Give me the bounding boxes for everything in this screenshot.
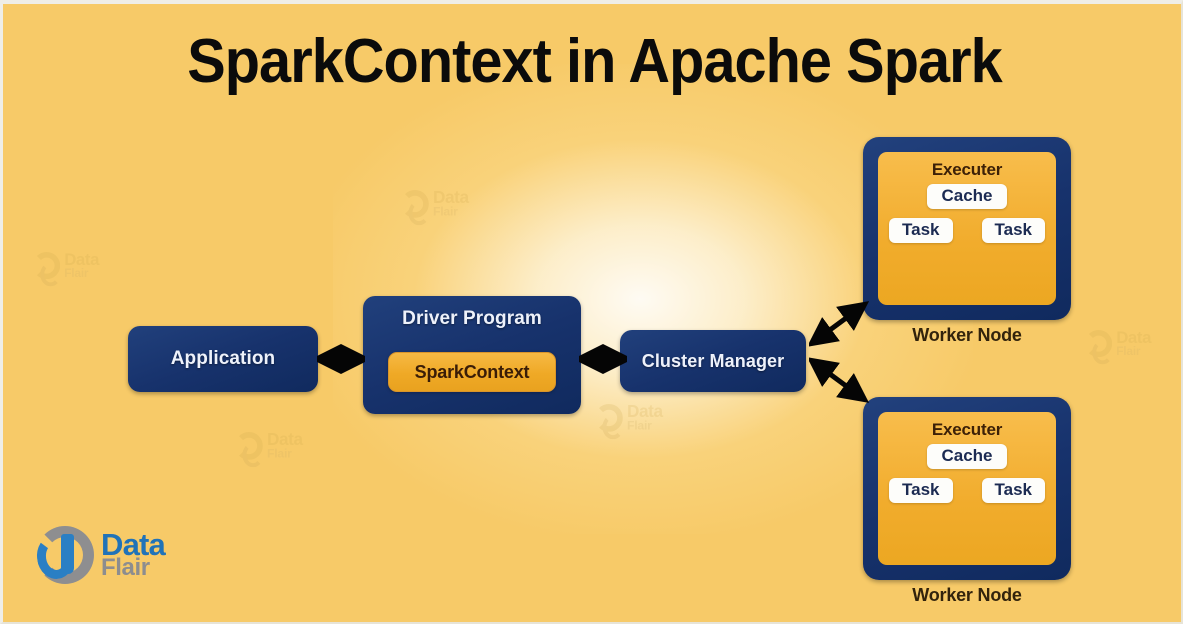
page-title: SparkContext in Apache Spark xyxy=(187,27,1002,96)
watermark-secondary: Flair xyxy=(1116,344,1141,358)
watermark-mark-icon xyxy=(235,432,264,468)
dataflair-wordmark-primary: Data xyxy=(101,526,166,562)
node-executer-top[interactable]: Executer Cache Task Task xyxy=(878,152,1056,305)
node-cache-bottom-label: Cache xyxy=(941,446,993,465)
watermark-secondary: Flair xyxy=(64,266,89,280)
node-task-top-2-label: Task xyxy=(994,220,1033,239)
watermark-primary: Data xyxy=(432,188,469,208)
node-worker-node-bottom-caption: Worker Node xyxy=(912,585,1022,605)
dataflair-wordmark: Data Flair xyxy=(101,526,166,581)
node-task-bottom-2[interactable]: Task xyxy=(981,478,1045,503)
node-worker-node-bottom[interactable]: Executer Cache Task Task Worker Node xyxy=(863,397,1071,606)
worker-node-top-frame: Executer Cache Task Task xyxy=(863,137,1071,320)
node-application[interactable]: Application xyxy=(128,326,318,392)
task-row-top: Task Task xyxy=(888,218,1046,243)
dataflair-mark-icon xyxy=(34,526,94,584)
node-task-bottom-1[interactable]: Task xyxy=(889,478,953,503)
watermark-secondary: Flair xyxy=(626,418,652,433)
node-application-label: Application xyxy=(170,348,276,369)
node-spark-context-label: SparkContext xyxy=(414,361,530,382)
watermark-primary: Data xyxy=(1116,328,1152,347)
node-driver-program[interactable]: Driver Program SparkContext xyxy=(363,296,581,414)
arrow-cluster-manager-to-worker-node-top-icon xyxy=(809,301,869,347)
node-cluster-manager-label: Cluster Manager xyxy=(641,350,785,371)
node-executer-bottom-label: Executer xyxy=(931,420,1003,439)
watermark-secondary: Flair xyxy=(266,446,292,461)
watermark-primary: Data xyxy=(626,402,663,422)
watermark-mark-icon xyxy=(33,252,62,287)
node-worker-node-top-caption: Worker Node xyxy=(912,325,1022,345)
node-task-top-1-label: Task xyxy=(902,220,940,239)
node-task-top-2[interactable]: Task xyxy=(981,218,1045,243)
task-row-bottom: Task Task xyxy=(888,478,1046,503)
node-cache-top-label: Cache xyxy=(941,186,993,205)
watermark-mark-icon xyxy=(401,190,430,226)
watermark-secondary: Flair xyxy=(432,204,458,219)
node-cache-bottom[interactable]: Cache xyxy=(927,444,1007,469)
node-spark-context[interactable]: SparkContext xyxy=(388,352,556,392)
node-worker-node-top[interactable]: Executer Cache Task Task Worker Node xyxy=(863,137,1071,346)
watermark-primary: Data xyxy=(64,250,100,269)
node-executer-top-label: Executer xyxy=(931,160,1003,179)
watermark-mark-icon xyxy=(595,404,624,440)
arrow-cluster-manager-to-worker-node-bottom-icon xyxy=(809,357,869,403)
node-cache-top[interactable]: Cache xyxy=(927,184,1007,209)
dataflair-wordmark-secondary: Flair xyxy=(101,553,150,581)
dataflair-logo: Data Flair xyxy=(34,526,166,584)
worker-node-bottom-frame: Executer Cache Task Task xyxy=(863,397,1071,580)
node-task-bottom-1-label: Task xyxy=(902,480,940,499)
node-task-top-1[interactable]: Task xyxy=(889,218,953,243)
arrow-application-to-driver-program-icon xyxy=(317,344,365,374)
node-cluster-manager[interactable]: Cluster Manager xyxy=(620,330,806,392)
node-driver-program-label: Driver Program xyxy=(402,308,542,329)
watermark-primary: Data xyxy=(266,430,303,450)
node-task-bottom-2-label: Task xyxy=(994,480,1033,499)
node-executer-bottom[interactable]: Executer Cache Task Task xyxy=(878,412,1056,565)
watermark-mark-icon xyxy=(1085,330,1113,365)
